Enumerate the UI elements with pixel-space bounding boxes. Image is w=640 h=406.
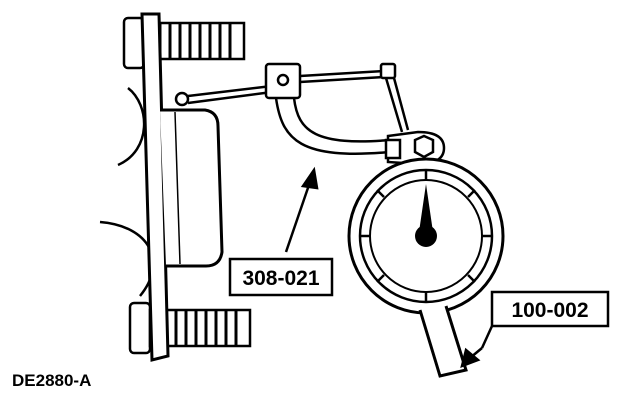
support-rod	[299, 69, 386, 84]
leader-arrows	[284, 166, 494, 369]
adapter-clamp	[264, 62, 302, 100]
plunger-contact	[174, 84, 273, 107]
dial-indicator	[347, 157, 505, 378]
dial-tick-marks	[360, 170, 492, 302]
hanger-bracket	[379, 62, 410, 133]
dial-needle-icon	[419, 184, 433, 232]
callout-100-002: 100-002	[490, 290, 610, 328]
hub-face	[160, 108, 224, 268]
arrow-head-icon	[460, 347, 481, 369]
adapter-arm	[274, 97, 391, 155]
callout-308-021: 308-021	[228, 257, 334, 297]
dial-stem	[418, 305, 468, 378]
callout-label: 308-021	[242, 267, 319, 290]
figure-id: DE2880-A	[12, 371, 91, 390]
arrow-head-icon	[300, 166, 319, 190]
hex-nut-icon	[413, 134, 435, 159]
hub-inner-line	[174, 111, 181, 265]
lower-bolt	[128, 301, 252, 355]
callout-label: 100-002	[511, 299, 588, 322]
flange-plate	[140, 12, 170, 362]
mounting-bracket	[384, 130, 446, 166]
dial-hub-icon	[415, 225, 437, 247]
